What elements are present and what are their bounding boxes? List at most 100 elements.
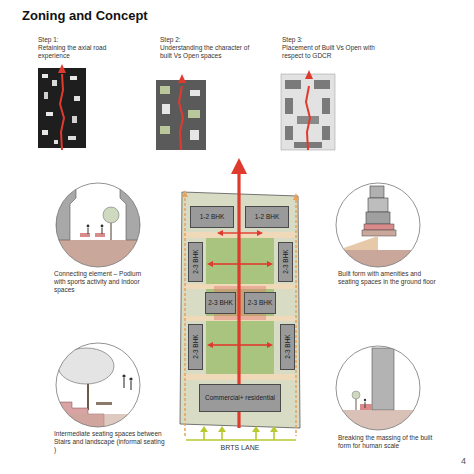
- step-three-map-part: [322, 98, 330, 114]
- amenity-sketch: [336, 183, 426, 270]
- concept-caption: Connecting element – Podium with sports …: [54, 270, 154, 293]
- step-two-map-part: [188, 110, 200, 118]
- step-three-map-part: [306, 86, 310, 150]
- concept-caption: Breaking the massing of the built form f…: [338, 434, 442, 450]
- brts-arrows: [186, 426, 296, 440]
- step-caption: Retaining the axial road experience: [38, 44, 110, 60]
- step-number: Step 2:: [160, 36, 250, 44]
- step-three-map-part: [322, 126, 330, 140]
- building-block: 2-3 BHK: [280, 324, 295, 370]
- site-plan: [180, 158, 300, 440]
- step-one-map-part: [70, 76, 77, 80]
- podium-sketch-part-part: [103, 207, 119, 223]
- brts-arrows-part: [273, 431, 275, 440]
- step-two-map-part: [160, 126, 170, 134]
- step-three-map-part: [285, 80, 301, 89]
- step-one-map-part: [44, 92, 48, 99]
- block-label: 2-3 BHK: [208, 299, 233, 306]
- building-block: 2-3 BHK: [188, 242, 203, 282]
- step-three-map-part: [285, 126, 293, 140]
- human-scale-sketch: [336, 346, 426, 430]
- step-three-map-part: [314, 80, 330, 89]
- site-plan-part: [293, 193, 299, 200]
- seating-sketch-part-part: [58, 348, 114, 384]
- seating-sketch-part: [56, 343, 140, 427]
- human-scale-sketch-part-part: [365, 402, 366, 408]
- step-one-map-part: [68, 136, 76, 140]
- block-label: 2-3 BHK: [282, 250, 289, 275]
- building-block: 2-3 BHK: [244, 292, 276, 314]
- step-two-map-part: [190, 90, 200, 96]
- step-two-map-part: [190, 130, 199, 140]
- branch-arrow-part: [207, 261, 213, 267]
- step-two-map-part: [156, 80, 206, 150]
- human-scale-sketch-part-part: [356, 398, 357, 410]
- step-one-map-part: [52, 80, 57, 86]
- podium-sketch-part-part: [101, 225, 104, 228]
- human-scale-sketch-part-part: [364, 399, 366, 401]
- human-scale-sketch-part: [336, 348, 426, 430]
- block-label: 2-3 BHK: [192, 335, 199, 360]
- podium-sketch-part-part: [88, 228, 89, 234]
- seating-sketch-part-part: [123, 378, 124, 388]
- step-caption: Placement of Built Vs Open with respect …: [282, 44, 386, 60]
- branch-arrow-part: [207, 342, 213, 348]
- amenity-sketch-part-part: [370, 186, 384, 198]
- step-two-map: [156, 74, 206, 150]
- amenity-sketch-part-part: [366, 212, 390, 224]
- branch-arrow-part: [212, 344, 239, 346]
- branch-arrow-part: [217, 230, 223, 236]
- step-two-map-part: [162, 104, 170, 114]
- road-label: BRTS LANE: [200, 444, 280, 452]
- step-two-map-part: [160, 86, 170, 94]
- branch-arrow-part: [257, 230, 263, 236]
- podium-sketch-part-part: [95, 233, 105, 237]
- seating-sketch-part: [50, 348, 150, 434]
- branch-arrow-part: [239, 263, 268, 265]
- block-label: 2-3 BHK: [192, 250, 199, 275]
- seating-sketch-part-part: [129, 377, 132, 380]
- step-one-map-part: [74, 96, 80, 101]
- amenity-sketch-part-part: [362, 230, 396, 236]
- step-one-map-part: [42, 130, 48, 135]
- building-block: 2-3 BHK: [188, 324, 203, 370]
- step-three-map-part: [285, 98, 293, 114]
- branch-arrow-part: [212, 263, 239, 265]
- brts-arrows-part: [218, 426, 226, 432]
- human-scale-sketch-part-part: [352, 391, 360, 399]
- step-one-map-part: [46, 112, 53, 116]
- step-one-map-part: [60, 74, 64, 150]
- page-title: Zoning and Concept: [22, 8, 148, 24]
- step-one-map-part: [58, 64, 66, 73]
- brts-arrows-part: [252, 426, 260, 432]
- podium-sketch-part-part: [102, 228, 103, 234]
- branch-arrow-part: [239, 344, 268, 346]
- concept-caption: Built form with amenities and seating sp…: [338, 270, 442, 286]
- amenity-sketch-part: [336, 186, 426, 270]
- building-block: 2-3 BHK: [205, 292, 236, 314]
- seating-sketch-part-part: [96, 402, 112, 405]
- branch-arrow-part: [267, 342, 273, 348]
- human-scale-sketch-part-part: [336, 410, 426, 430]
- podium-sketch-part: [50, 180, 150, 270]
- page-number: 4: [452, 456, 466, 467]
- amenity-sketch-part-part: [338, 236, 378, 250]
- block-label: 2-3 BHK: [284, 335, 291, 360]
- amenity-sketch-part-part: [364, 224, 394, 230]
- step-one-map-part: [72, 116, 77, 123]
- podium-sketch-part-part: [110, 222, 111, 240]
- step-three-map-part: [281, 74, 335, 150]
- site-plan-part: [184, 198, 186, 436]
- step-three-map-part: [305, 70, 313, 79]
- amenity-sketch-part: [336, 183, 420, 267]
- brts-arrows-part: [221, 431, 223, 440]
- brts-arrows-part: [186, 439, 296, 440]
- podium-sketch-part: [56, 183, 140, 267]
- block-label: Commercial+ residential: [205, 394, 275, 401]
- human-scale-sketch-part-part: [372, 348, 394, 410]
- building-block: 1-2 BHK: [190, 206, 234, 228]
- brts-arrows-part: [270, 426, 278, 432]
- step-caption: Understanding the character of built Vs …: [160, 44, 252, 60]
- step-number: Step 1:: [38, 36, 128, 44]
